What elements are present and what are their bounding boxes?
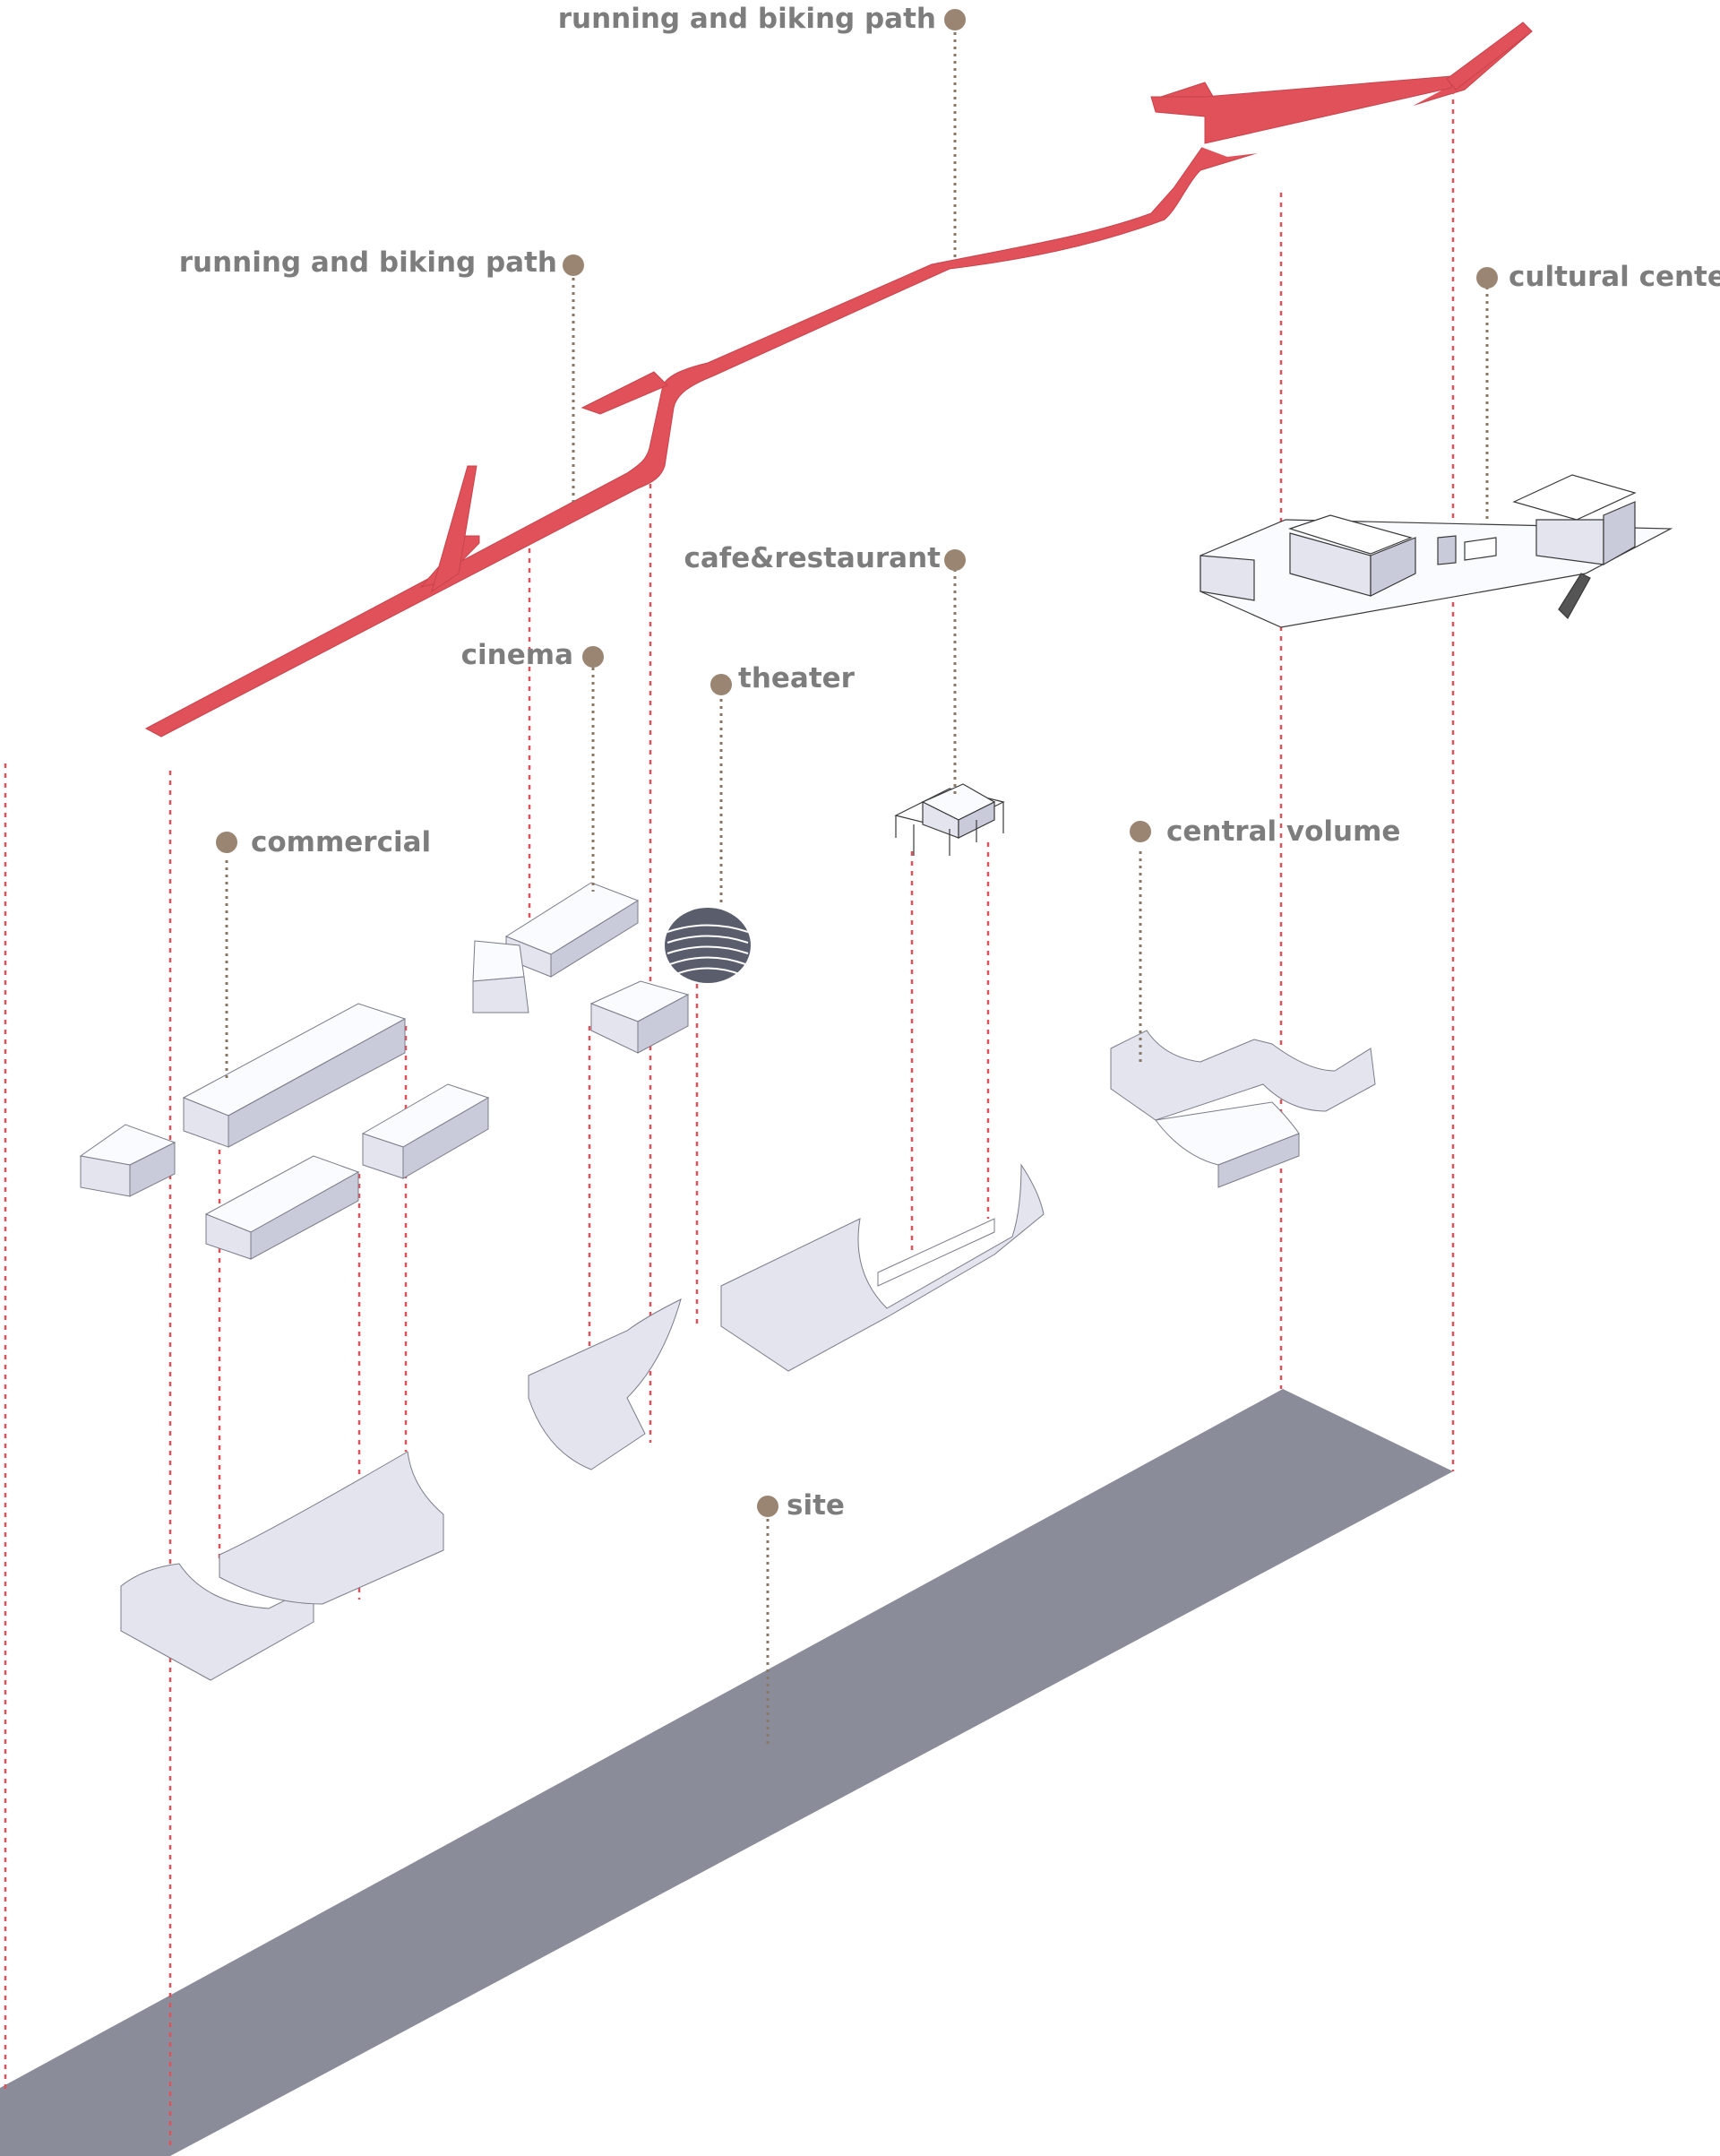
- label-path-upper: running and biking path: [558, 3, 936, 35]
- label-cultural-center: cultural center: [1509, 261, 1720, 293]
- label-commercial: commercial: [251, 826, 431, 858]
- projection-guide-lines: [4, 90, 1455, 2146]
- marker-commercial: [216, 832, 237, 853]
- marker-central-volume: [1130, 821, 1151, 842]
- theater-volume: [665, 908, 751, 983]
- central-volume: [1110, 1030, 1376, 1188]
- marker-cultural-center: [1476, 267, 1498, 289]
- marker-theater: [710, 674, 732, 695]
- marker-site: [757, 1496, 778, 1517]
- cultural-center-building: [1200, 474, 1673, 628]
- marker-path-lower: [563, 254, 584, 276]
- site-plane: [0, 1389, 1453, 2156]
- commercial-volumes: [79, 1003, 490, 1260]
- landscape-pieces: [120, 1163, 1045, 1681]
- running-biking-path: [144, 22, 1533, 737]
- label-cinema: cinema: [461, 639, 573, 671]
- label-path-lower: running and biking path: [179, 246, 557, 279]
- diagram-labels: running and biking path running and biki…: [179, 3, 1720, 1522]
- label-cafe-restaurant: cafe&restaurant: [684, 542, 941, 574]
- label-theater: theater: [738, 662, 856, 694]
- label-markers: [216, 9, 1498, 1517]
- marker-cafe-restaurant: [944, 549, 966, 571]
- cinema-volumes: [472, 882, 690, 1054]
- label-site: site: [787, 1489, 845, 1522]
- label-central-volume: central volume: [1166, 815, 1400, 848]
- marker-cinema: [582, 646, 604, 668]
- marker-path-upper: [944, 9, 966, 30]
- leader-lines: [225, 32, 1489, 1747]
- cafe-restaurant-building: [894, 783, 1005, 856]
